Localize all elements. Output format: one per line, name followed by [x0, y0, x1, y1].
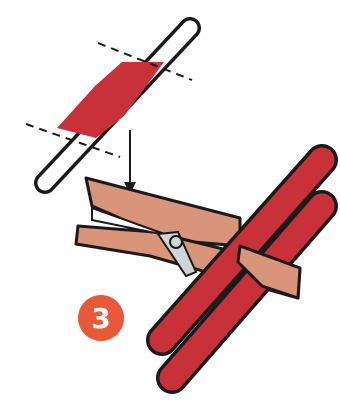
popsicle-stick-marked	[26, 28, 192, 183]
step-badge: 3	[78, 295, 124, 341]
spring-coil	[170, 236, 182, 248]
down-arrow-icon	[124, 130, 136, 194]
step-number: 3	[91, 302, 110, 335]
